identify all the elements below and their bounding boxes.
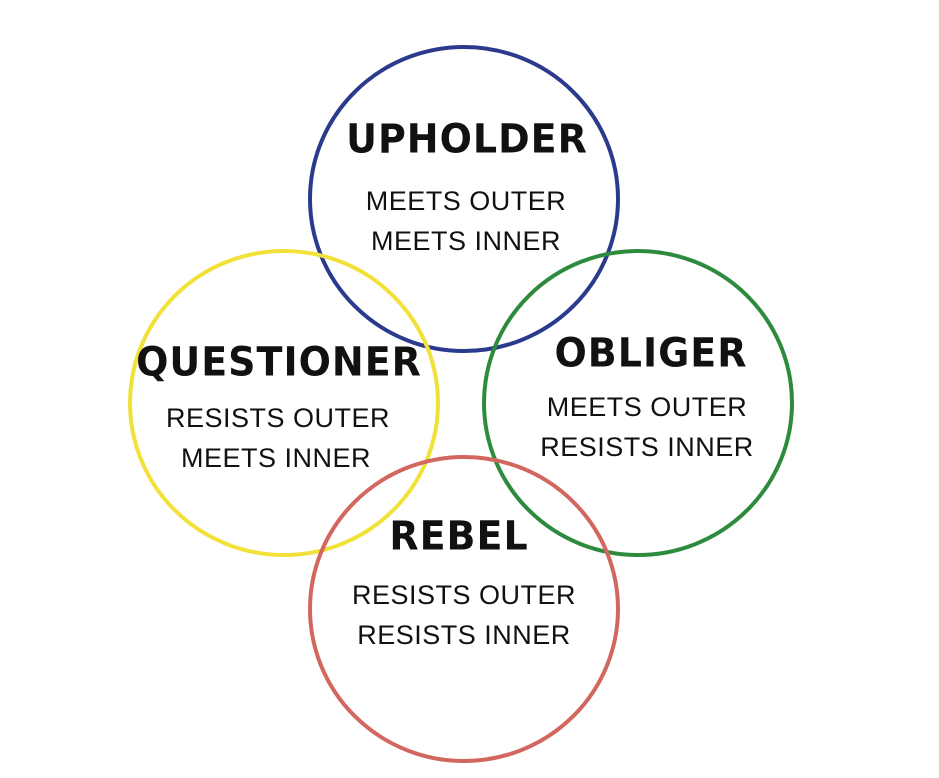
questioner-inner-text: MEETS INNER (180, 443, 372, 473)
obliger-title: OBLIGER (554, 329, 748, 377)
rebel-outer-text: RESISTS OUTER (351, 580, 577, 610)
questioner-circle (128, 249, 440, 557)
upholder-inner-text: MEETS INNER (370, 226, 562, 256)
obliger-outer-text: MEETS OUTER (546, 392, 748, 422)
rebel-title: REBEL (389, 512, 529, 560)
obliger-inner-text: RESISTS INNER (540, 432, 754, 462)
rebel-circle (308, 455, 620, 763)
rebel-inner-text: RESISTS INNER (357, 620, 571, 650)
upholder-outer-text: MEETS OUTER (365, 186, 567, 216)
upholder-title: UPHOLDER (346, 115, 588, 163)
questioner-outer-text: RESISTS OUTER (165, 403, 391, 433)
obliger-circle (482, 249, 794, 557)
upholder-circle (308, 45, 620, 353)
questioner-title: QUESTIONER (136, 338, 422, 386)
